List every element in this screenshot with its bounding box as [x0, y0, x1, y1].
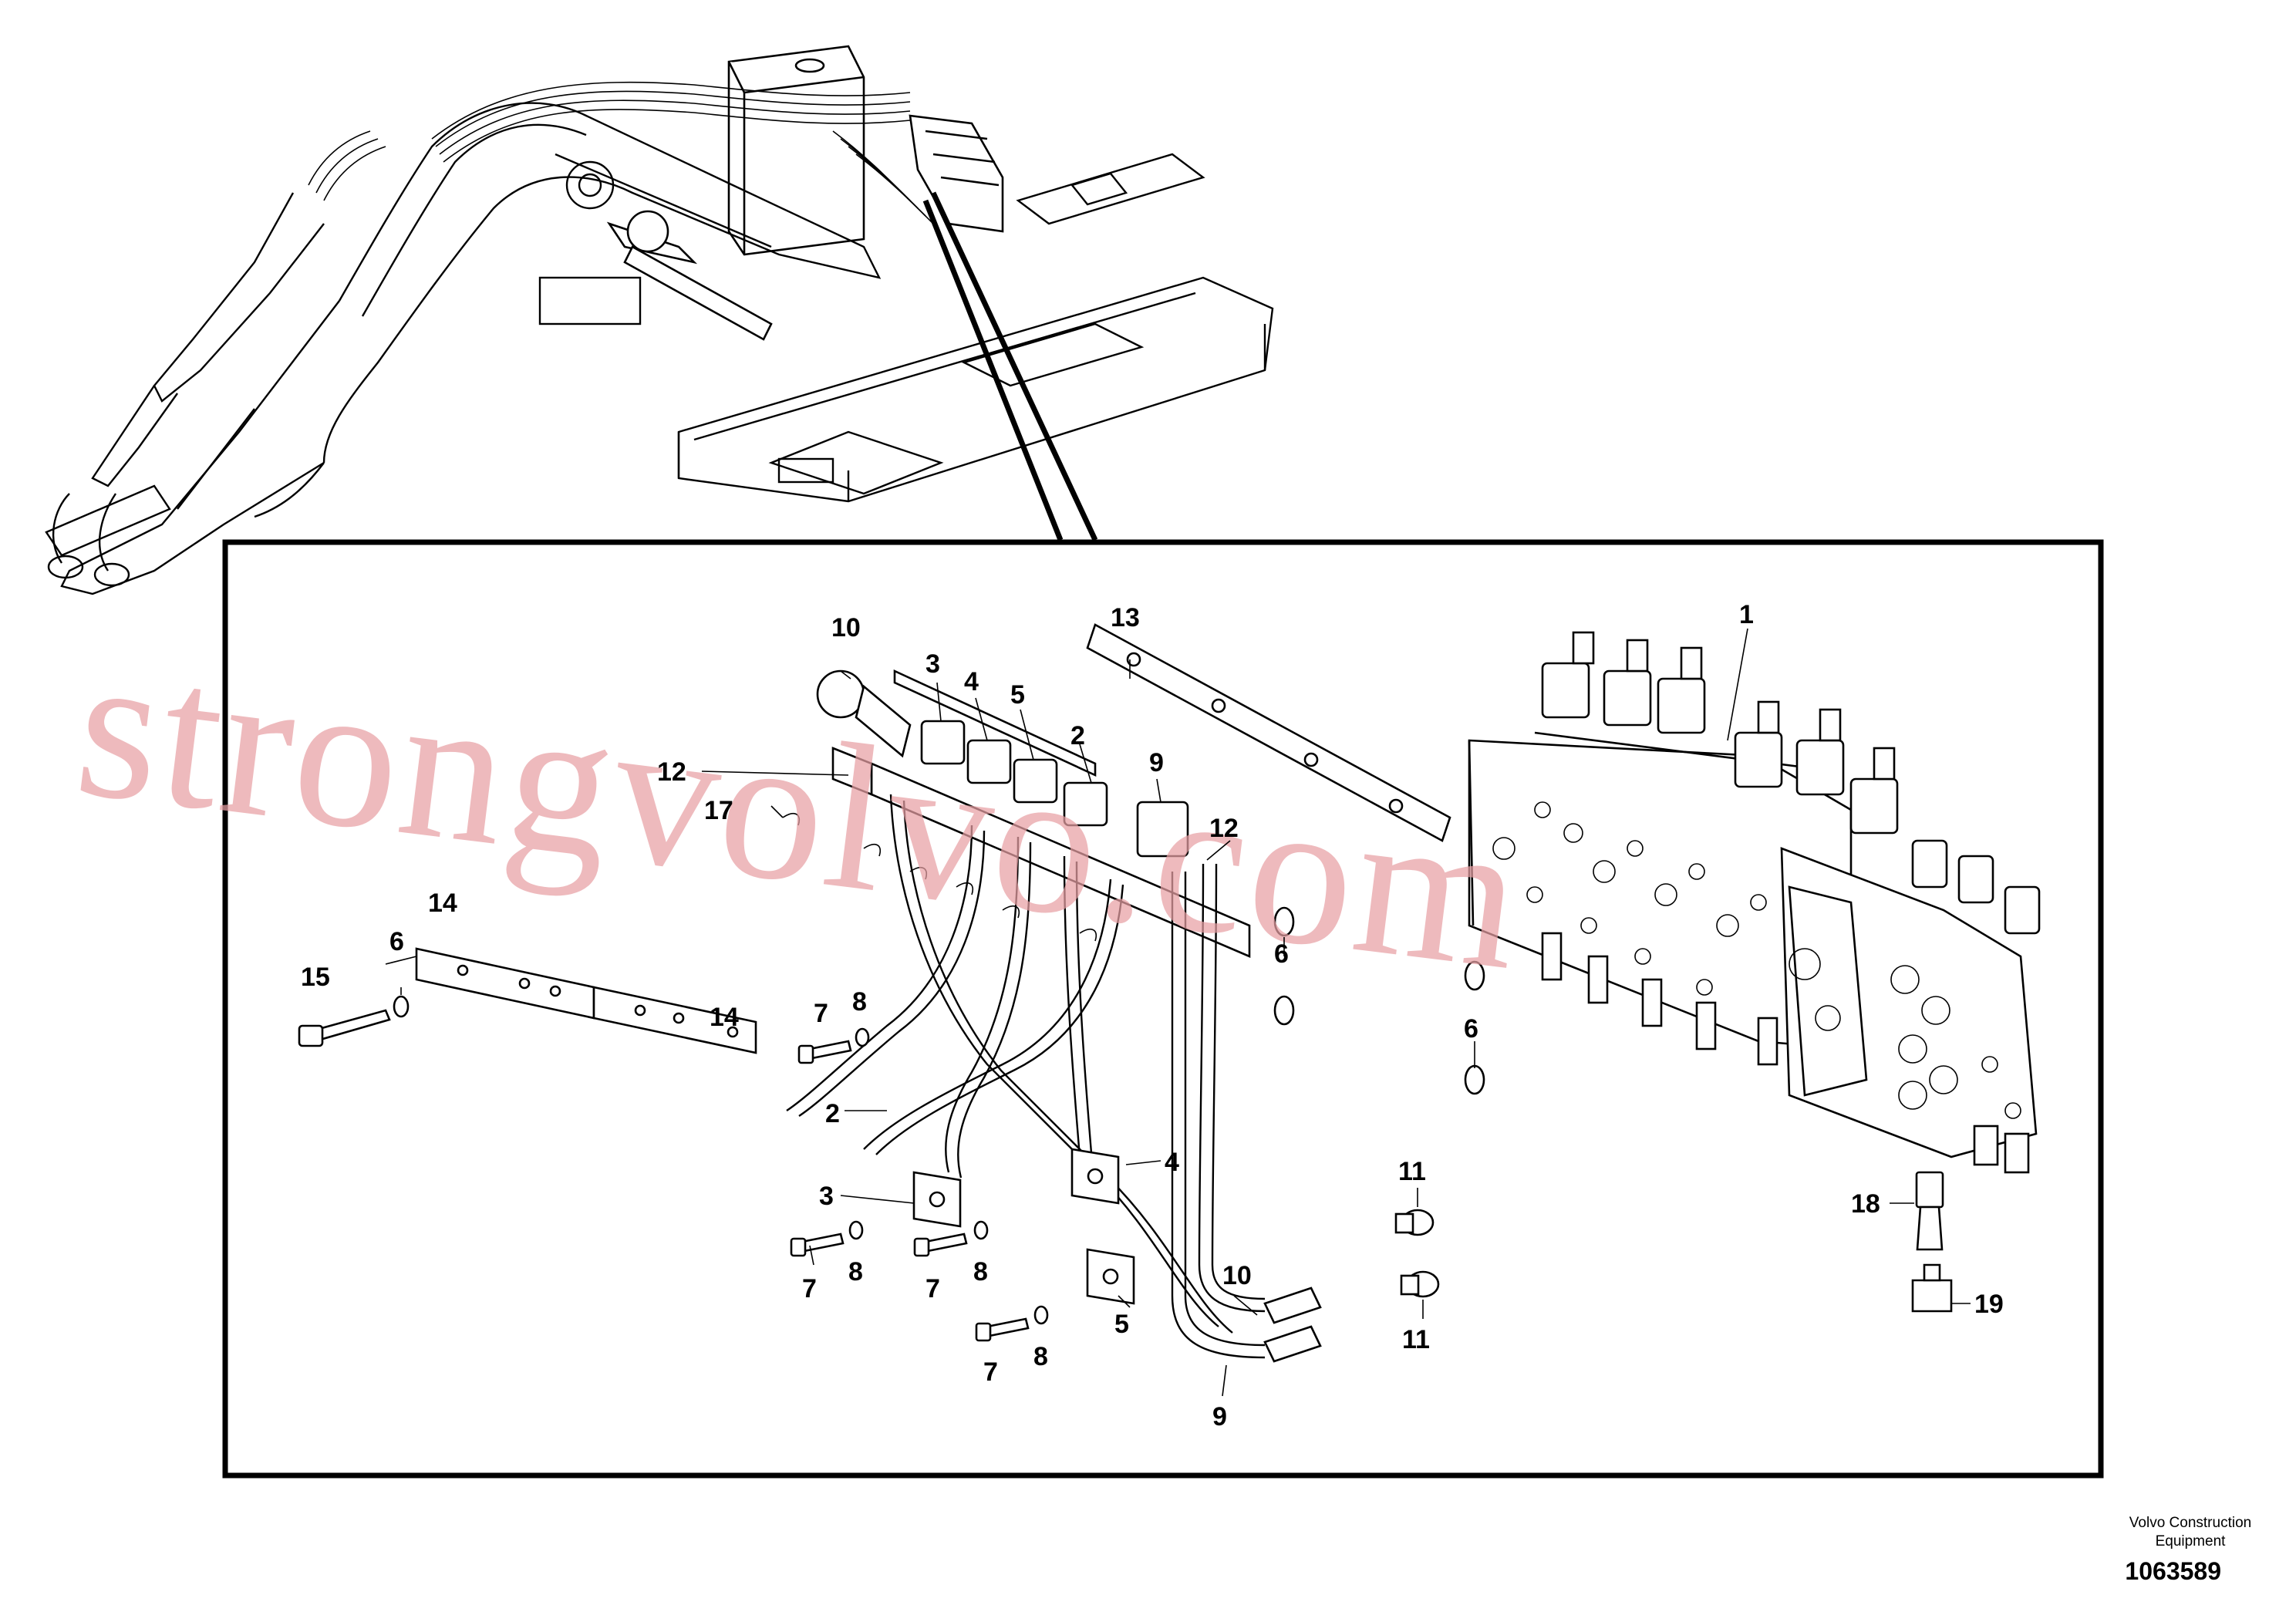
excavator-overview-drawing [45, 45, 1274, 595]
callout-13: 13 [1111, 603, 1140, 632]
callout-5: 5 [1010, 680, 1025, 710]
callout-5: 5 [1114, 1310, 1129, 1339]
callout-6: 6 [389, 927, 404, 956]
callout-6: 6 [1464, 1014, 1478, 1044]
illustration-number: 1063589 [2125, 1557, 2221, 1585]
callout-9: 9 [1149, 748, 1164, 777]
detail-frame [222, 539, 2104, 1479]
callout-14: 14 [710, 1003, 739, 1032]
callout-18: 18 [1851, 1189, 1880, 1219]
publisher-subtitle: Equipment [2156, 1533, 2227, 1549]
callout-leaders [385, 628, 1971, 1397]
callout-17: 17 [704, 796, 733, 825]
callout-7: 7 [925, 1274, 940, 1303]
publisher-name: Volvo Construction [2129, 1515, 2251, 1531]
callout-8: 8 [1033, 1342, 1048, 1371]
callout-7: 7 [814, 999, 828, 1028]
publisher-block: Volvo Construction Equipment 1063589 [2125, 1515, 2251, 1585]
callout-10: 10 [831, 613, 861, 642]
callout-12: 12 [1209, 814, 1239, 843]
callouts: 1 2 2 3 3 4 4 5 5 6 6 6 7 7 7 7 8 8 8 8 … [301, 600, 2004, 1431]
callout-1: 1 [1739, 600, 1754, 629]
callout-4: 4 [964, 667, 979, 696]
callout-6: 6 [1274, 939, 1289, 969]
callout-7: 7 [802, 1274, 817, 1303]
callout-8: 8 [973, 1257, 988, 1286]
watermark: strongvolvo.com [66, 608, 1536, 1013]
callout-2: 2 [825, 1099, 840, 1128]
callout-7: 7 [983, 1357, 998, 1387]
callout-14: 14 [428, 889, 457, 918]
callout-11: 11 [1402, 1325, 1430, 1354]
callout-3: 3 [819, 1182, 834, 1211]
callout-8: 8 [852, 987, 867, 1017]
callout-9: 9 [1212, 1402, 1227, 1431]
callout-12: 12 [657, 757, 686, 787]
callout-8: 8 [848, 1257, 863, 1286]
main-control-valve-drawing [298, 623, 2041, 1363]
callout-11: 11 [1398, 1157, 1426, 1186]
callout-10: 10 [1222, 1261, 1252, 1290]
callout-19: 19 [1974, 1290, 2004, 1319]
callout-2: 2 [1070, 721, 1085, 750]
callout-3: 3 [925, 649, 940, 679]
callout-4: 4 [1165, 1148, 1179, 1177]
callout-15: 15 [301, 963, 330, 992]
detail-leader-lines [922, 191, 1098, 541]
